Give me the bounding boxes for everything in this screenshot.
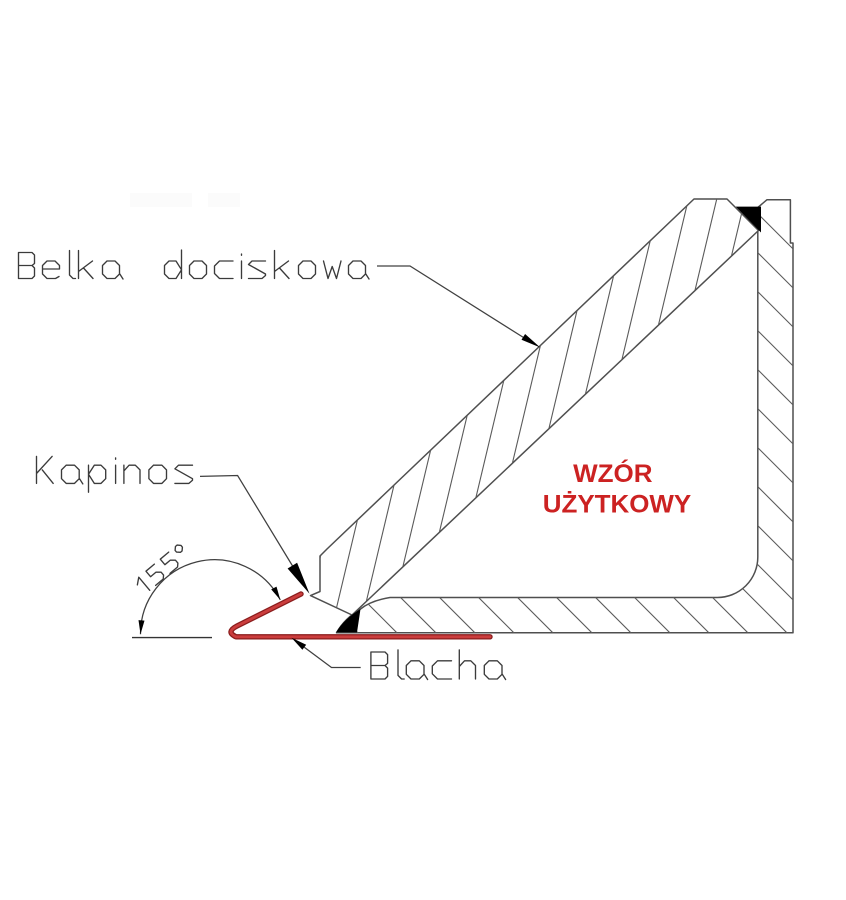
svg-text:WZÓR: WZÓR [573,460,653,488]
svg-text:UŻYTKOWY: UŻYTKOWY [543,491,692,518]
